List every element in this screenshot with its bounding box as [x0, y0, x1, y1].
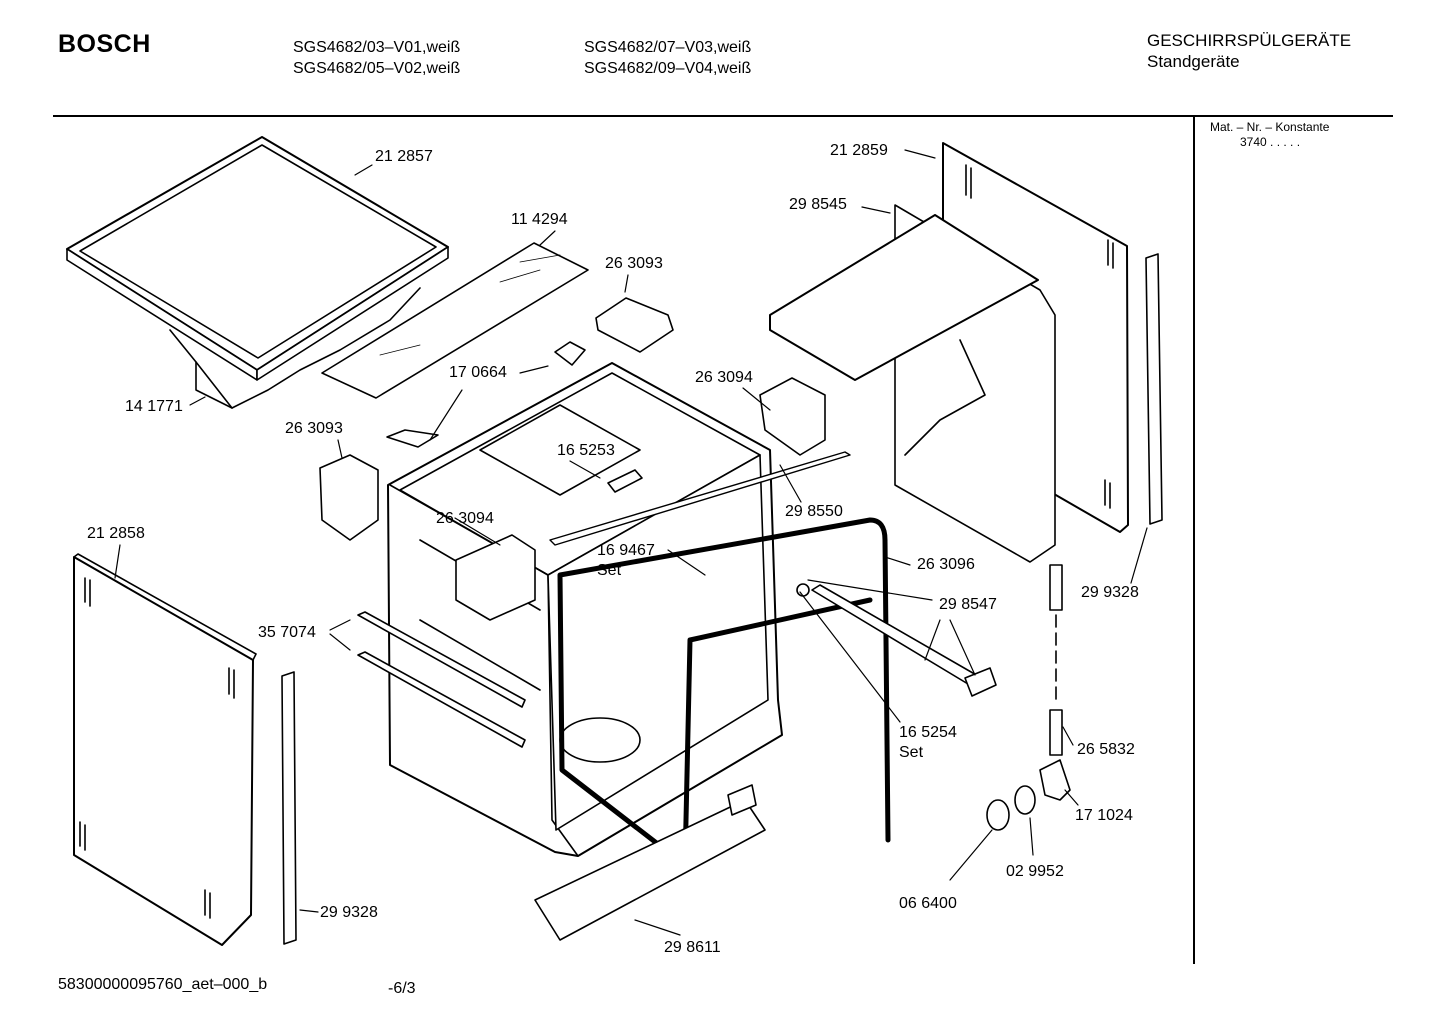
part-label-141771: 14 1771	[125, 398, 183, 415]
part-label-212859: 21 2859	[830, 142, 888, 159]
part-label-029952: 02 9952	[1006, 863, 1064, 880]
part-label-165253: 16 5253	[557, 442, 615, 459]
part-label-114294: 11 4294	[511, 211, 568, 228]
part-label-212857: 21 2857	[375, 148, 433, 165]
front-seal-part	[549, 451, 851, 546]
page-number: -6/3	[388, 980, 416, 997]
part-label-263094-mid: 26 3094	[436, 510, 494, 527]
part-label-299328-right: 29 9328	[1081, 584, 1139, 601]
part-label-066400: 06 6400	[899, 895, 957, 912]
part-label-169467-set: Set	[597, 562, 622, 579]
part-label-298550: 29 8550	[785, 503, 843, 520]
part-label-265832: 26 5832	[1077, 741, 1135, 758]
model-number-4: SGS4682/09–V04,weiß	[584, 60, 752, 77]
header-divider	[53, 115, 1393, 117]
part-label-357074: 35 7074	[258, 624, 316, 641]
part-label-298547: 29 8547	[939, 596, 997, 613]
part-label-263096: 26 3096	[917, 556, 975, 573]
constant-title: Mat. – Nr. – Konstante	[1210, 120, 1330, 134]
part-label-263093-top: 26 3093	[605, 255, 663, 272]
leader-lines	[114, 149, 1148, 936]
category-title: GESCHIRRSPÜLGERÄTE	[1147, 31, 1352, 50]
brand-logo: BOSCH	[58, 30, 151, 58]
part-label-169467: 16 9467	[597, 542, 655, 559]
rails-part	[357, 611, 526, 748]
model-number-1: SGS4682/03–V01,weiß	[293, 39, 461, 56]
part-label-298545: 29 8545	[789, 196, 847, 213]
trim-strip-right-part	[1145, 253, 1163, 525]
category-subtitle: Standgeräte	[1147, 52, 1240, 71]
trim-strip-left-part	[281, 671, 297, 945]
part-label-170664: 17 0664	[449, 364, 507, 381]
part-label-298611: 29 8611	[664, 939, 721, 956]
worktop-part	[66, 136, 449, 409]
plinth-part	[534, 784, 766, 941]
document-id: 58300000095760_aet–000_b	[58, 976, 268, 993]
insulation-mat-part	[769, 204, 1056, 563]
side-divider	[1193, 117, 1195, 964]
part-label-165254: 16 5254	[899, 724, 957, 741]
part-label-171024: 17 1024	[1075, 807, 1133, 824]
insulation-film-part	[321, 242, 589, 399]
constant-value: 3740 . . . . .	[1240, 135, 1301, 149]
dishwasher-tub-part	[387, 362, 783, 857]
part-label-212858: 21 2858	[87, 525, 145, 542]
part-label-165254-set: Set	[899, 744, 924, 761]
part-label-299328-left: 29 9328	[320, 904, 378, 921]
part-label-263094-top: 26 3094	[695, 369, 753, 386]
part-label-263093-left: 26 3093	[285, 420, 343, 437]
model-number-3: SGS4682/07–V03,weiß	[584, 39, 752, 56]
small-parts	[319, 297, 1071, 831]
model-number-2: SGS4682/05–V02,weiß	[293, 60, 461, 77]
side-panel-left-part	[73, 553, 257, 946]
